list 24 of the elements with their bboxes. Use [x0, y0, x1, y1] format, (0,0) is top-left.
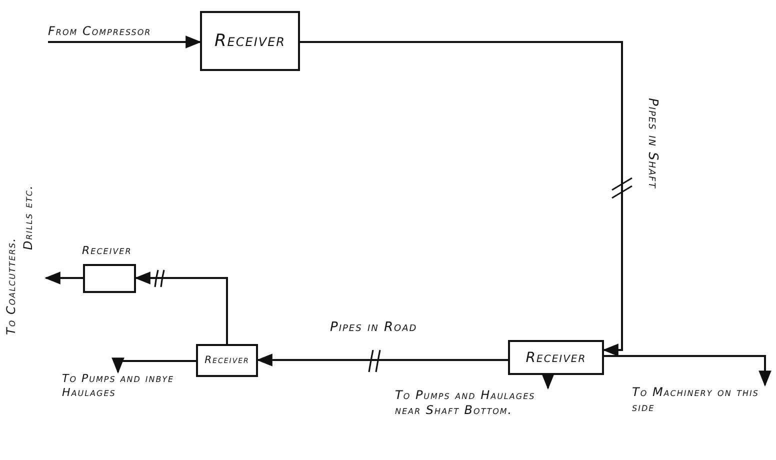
receiver-label: Receiver	[204, 355, 250, 366]
receiver-box	[83, 264, 136, 293]
receiver-box	[508, 340, 604, 375]
pipe-arrow	[604, 355, 772, 387]
destination-label: From Compressor	[48, 24, 198, 42]
receiver-label: Receiver	[526, 350, 586, 366]
pipe-arrow	[134, 272, 228, 344]
receiver-box	[200, 11, 300, 71]
destination-label: To Coalcutters.	[4, 236, 19, 335]
pipe-arrow	[256, 354, 508, 366]
destination-label: Drills etc.	[21, 184, 36, 250]
edge-label: Pipes in Shaft	[644, 98, 660, 191]
pipe-arrow	[48, 36, 202, 48]
receiver-box	[196, 344, 258, 377]
pipe-arrow	[112, 358, 196, 374]
destination-label: To Machinery on this side	[632, 385, 774, 415]
receiver-label: Receiver	[214, 31, 286, 51]
pipe-arrow	[44, 272, 83, 284]
destination-label: To Pumps and inbye Haulages	[62, 372, 190, 406]
receiver-label: Receiver	[82, 244, 133, 258]
edge-label: Pipes in Road	[330, 320, 418, 337]
destination-label: To Pumps and Haulages near Shaft Bottom.	[395, 388, 555, 458]
pipe-arrow	[300, 41, 623, 356]
pipe-arrow	[542, 374, 554, 390]
